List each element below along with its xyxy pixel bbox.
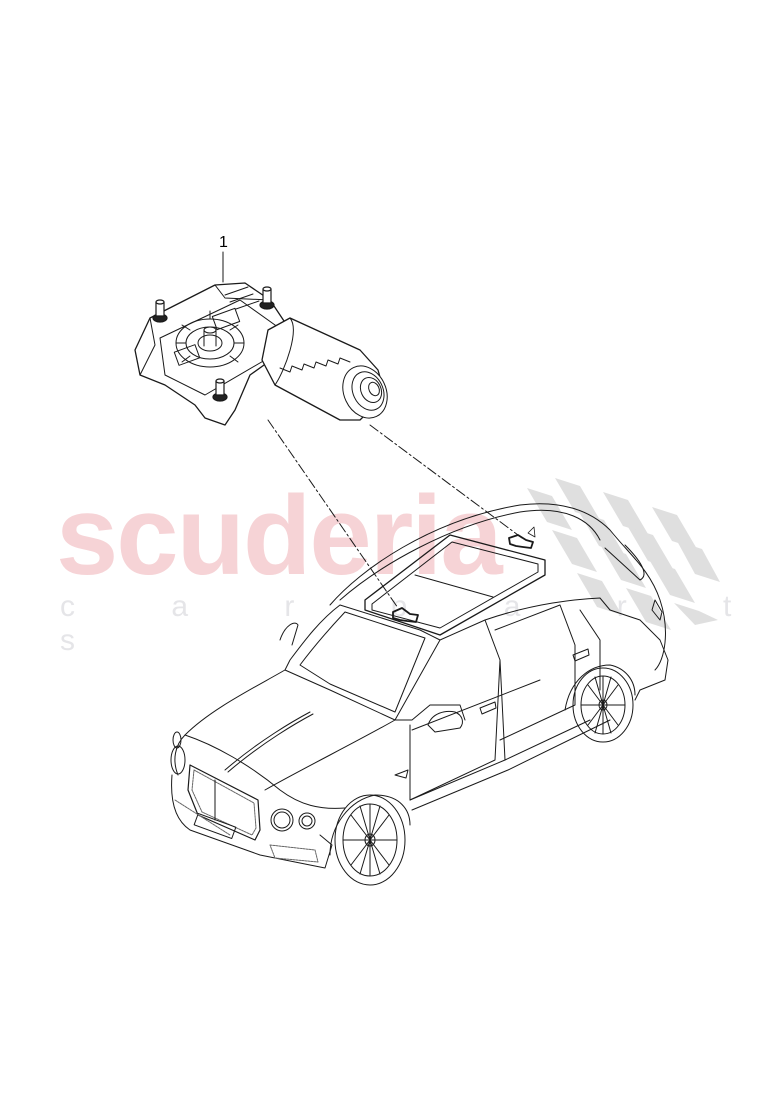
watermark-brand: scuderia <box>56 473 503 598</box>
mount-marker-rear <box>508 534 534 549</box>
mount-stud <box>152 286 275 402</box>
mount-marker-front <box>392 607 419 623</box>
leader-line-rear <box>369 424 523 539</box>
vehicle-outline <box>170 503 669 886</box>
sunroof-motor[interactable] <box>134 282 395 426</box>
watermark-tagline: c a r p a r t s <box>60 590 776 657</box>
leader-line-front <box>267 419 399 609</box>
callout-number-1[interactable]: 1 <box>219 234 228 251</box>
